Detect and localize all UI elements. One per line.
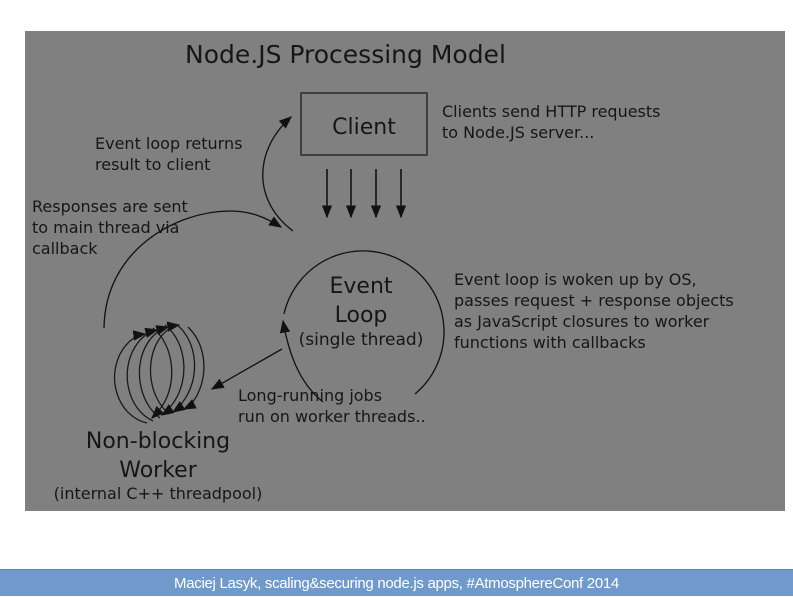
long-running-jobs-arrow <box>210 348 283 390</box>
diagram-title: Node.JS Processing Model <box>185 40 506 69</box>
client-label: Client <box>332 115 396 140</box>
event-loop-sublabel: (single thread) <box>299 330 424 350</box>
diagram-canvas: Node.JS Processing Model Client Clients … <box>32 40 739 503</box>
responses-sent-line-2: to main thread via <box>32 218 179 237</box>
event-loop-label-line-1: Event <box>329 274 392 299</box>
clients-send-annotation: Clients send HTTP requests to Node.JS se… <box>442 102 666 142</box>
worker-loop-arc <box>138 325 170 419</box>
worker-loop-arc <box>151 327 173 419</box>
worker-loop-arc <box>114 330 148 424</box>
long-running-annotation: Long-running jobs run on worker threads.… <box>238 386 426 426</box>
return-to-client-arrow <box>262 116 294 232</box>
event-loop-circle <box>283 250 445 395</box>
worker-thread-loops <box>114 321 205 424</box>
long-running-line-2: run on worker threads.. <box>238 407 426 426</box>
responses-sent-line-3: callback <box>32 239 98 258</box>
worker-label-line-2: Worker <box>119 458 197 483</box>
request-arrows <box>321 169 407 219</box>
event-loop-label-line-2: Loop <box>335 303 388 328</box>
responses-sent-line-1: Responses are sent <box>32 197 188 216</box>
worker-loop-arc <box>182 326 205 410</box>
event-loop-woken-line-2: passes request + response objects <box>454 291 734 310</box>
responses-to-main-thread-arrow <box>103 210 283 329</box>
event-loop-returns-line-2: result to client <box>95 155 210 174</box>
responses-sent-annotation: Responses are sent to main thread via ca… <box>32 197 193 258</box>
event-loop-woken-line-4: functions with callbacks <box>454 333 646 352</box>
footer-text: Maciej Lasyk, scaling&securing node.js a… <box>174 575 619 592</box>
event-loop-woken-annotation: Event loop is woken up by OS, passes req… <box>454 270 739 352</box>
client-box <box>300 92 428 156</box>
worker-loop-arc <box>171 323 196 413</box>
clients-send-line-1: Clients send HTTP requests <box>442 102 661 121</box>
long-running-line-1: Long-running jobs <box>238 386 382 405</box>
worker-loop-arc <box>126 327 159 422</box>
worker-loop-arc <box>160 324 185 416</box>
worker-loop-arc <box>149 321 181 415</box>
slide-footer: Maciej Lasyk, scaling&securing node.js a… <box>0 569 793 596</box>
diagram-image: Node.JS Processing Model Client Clients … <box>25 31 785 511</box>
event-loop-return-arc <box>279 319 324 403</box>
event-loop-woken-line-1: Event loop is woken up by OS, <box>454 270 697 289</box>
event-loop-returns-line-1: Event loop returns <box>95 134 242 153</box>
event-loop-returns-annotation: Event loop returns result to client <box>95 134 248 174</box>
clients-send-line-2: to Node.JS server... <box>442 123 594 142</box>
event-loop-woken-line-3: as JavaScript closures to worker <box>454 312 710 331</box>
worker-label-line-1: Non-blocking <box>86 429 230 454</box>
worker-sublabel: (internal C++ threadpool) <box>54 484 263 503</box>
